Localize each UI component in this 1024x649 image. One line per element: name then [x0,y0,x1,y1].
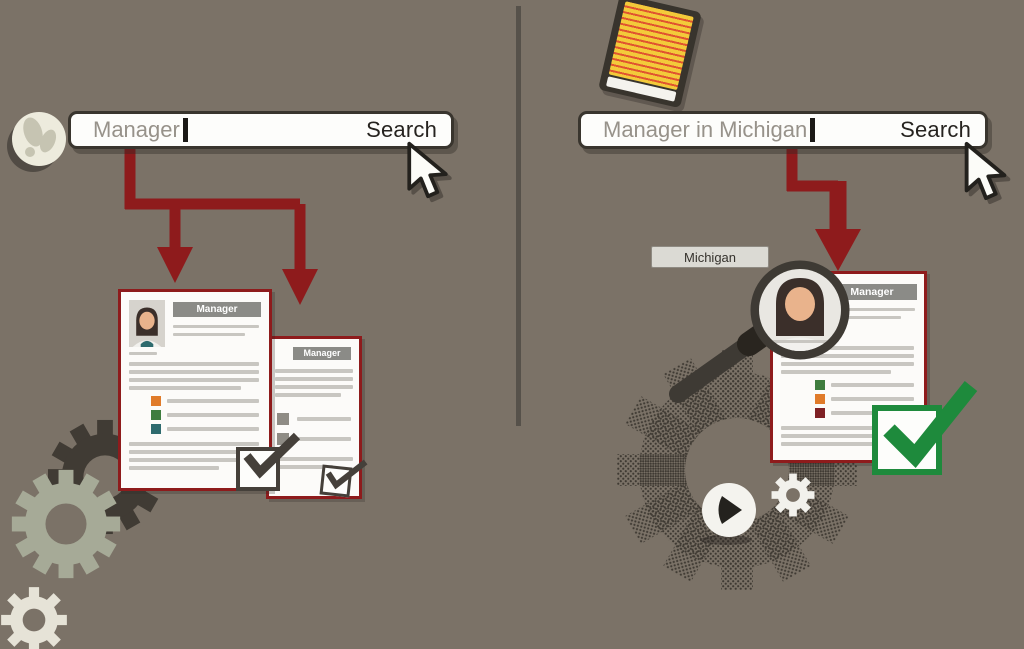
text-line [827,308,915,311]
text-line [781,354,914,358]
gear-icon [770,472,816,523]
text-line [827,316,901,319]
text-line [297,437,351,441]
gear-icon [10,468,122,585]
text-caret [182,118,188,142]
text-line [129,352,157,355]
text-line [831,397,914,401]
text-line [781,362,914,366]
text-line [129,458,259,462]
panel-divider [516,6,521,426]
text-line [275,393,341,397]
text-line [275,385,353,389]
avatar-icon [129,300,165,347]
bullet-square [151,424,161,434]
magnifier-icon [648,252,863,422]
text-line [167,413,259,417]
text-line [781,426,914,430]
bullet-square [815,380,825,390]
text-caret [810,118,816,142]
text-line [129,450,259,454]
bullet-square [151,396,161,406]
resume-photo [129,300,165,347]
text-line [297,417,351,421]
checkmark-icon [879,378,979,477]
checkmark-icon [322,454,370,499]
resume-title: Manager [173,302,261,317]
text-line [173,325,259,328]
text-line [167,399,259,403]
resume-title: Manager [293,347,351,360]
branch-arrow [98,149,320,319]
play-circle-icon [698,480,760,551]
down-arrow [768,149,888,280]
search-bar[interactable]: Manager in Michigan Search [578,111,988,149]
checkmark-icon [241,430,303,485]
text-line [173,333,245,336]
globe-icon [6,110,68,172]
search-button[interactable]: Search [900,117,971,142]
bullet-square [815,408,825,418]
text-line [831,383,914,387]
text-line [129,370,259,374]
text-line [781,442,877,446]
text-line [167,427,259,431]
text-line [275,377,353,381]
cursor-icon [955,140,1017,202]
text-line [275,457,353,461]
bullet-square [151,410,161,420]
bullet-square [815,394,825,404]
text-line [275,369,353,373]
location-tag: Michigan [651,246,769,268]
text-line [781,346,914,350]
text-line [129,386,241,390]
text-line [781,434,914,438]
text-line [781,370,891,374]
notepad-icon [598,0,702,109]
resume-title: Manager [827,284,917,300]
text-line [129,466,219,470]
search-query-text: Manager in Michigan [603,117,808,142]
text-line [129,442,259,446]
gear-icon [0,586,68,649]
text-line [275,465,333,469]
cursor-icon [398,140,458,200]
text-line [129,362,259,366]
notepad-page [608,1,694,91]
search-bar[interactable]: Manager Search [68,111,454,149]
search-query-text: Manager [93,117,180,142]
text-line [129,378,259,382]
bullet-square [277,413,289,425]
search-button[interactable]: Search [366,117,437,142]
